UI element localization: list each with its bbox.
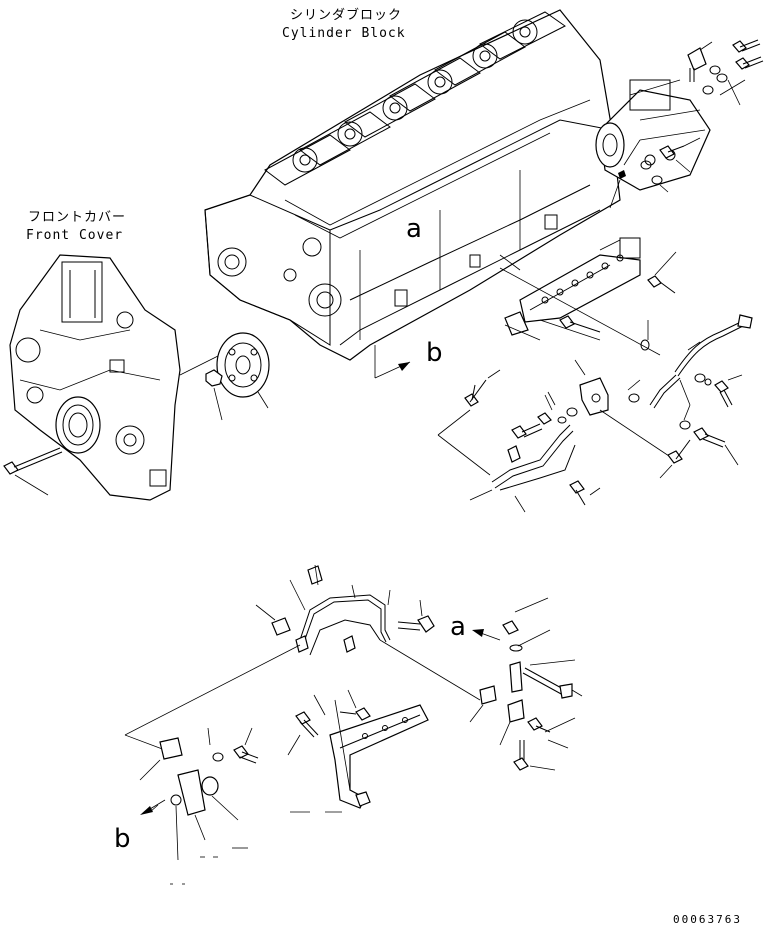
bracket-left: [139, 727, 259, 861]
pipe-assembly-upper: [437, 369, 601, 513]
fuel-rail-upper: [499, 237, 677, 356]
front-cover-label-en: Front Cover: [26, 228, 124, 243]
front-cover: [9, 254, 231, 501]
pipe-assembly-lower: [124, 564, 481, 751]
gear: [205, 332, 270, 421]
cylinder-block-label-en: Cylinder Block: [282, 26, 406, 41]
stray-marks: [170, 847, 248, 885]
callout-b-lower: b: [114, 824, 131, 854]
connector-block: [537, 359, 691, 479]
callout-b-upper: b: [426, 338, 443, 368]
injection-pump: [595, 39, 764, 209]
bracket-center: [287, 689, 429, 813]
drawing-number: 00063763: [673, 913, 742, 926]
front-cover-label-jp: フロントカバー: [28, 210, 127, 225]
hose-right: [649, 314, 753, 466]
bracket-right: [469, 597, 583, 771]
callout-a-upper: a: [406, 214, 422, 244]
cylinder-block: [204, 9, 621, 379]
cover-bolt: [3, 447, 63, 496]
cylinder-block-label-jp: シリンダブロック: [290, 8, 403, 23]
callout-a-lower: a: [450, 612, 466, 642]
